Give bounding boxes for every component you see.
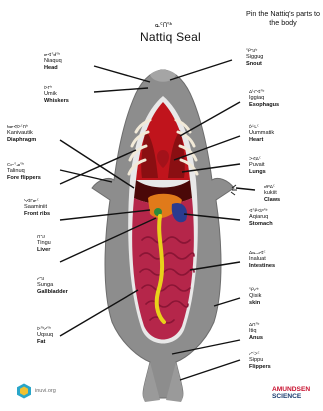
- label-esophagus: ᐃᒡᒋᐊᖅ Iggiaq Esophagus: [249, 89, 279, 108]
- label-front-ribs-english: Front ribs: [24, 211, 50, 217]
- label-diaphragm: ᑲᓂᕙᐅᑦᑎᒃ Kanivautik Diaphragm: [7, 124, 36, 143]
- label-snout-inuinnaqtun: Siggug: [246, 54, 263, 60]
- label-diaphragm-inuinnaqtun: Kanivautik: [7, 130, 36, 136]
- amundsen-logo-line2: SCIENCE: [272, 393, 310, 400]
- label-diaphragm-english: Diaphragm: [7, 137, 36, 143]
- label-heart: ᐆᒻᒪᑦ Uummatik Heart: [249, 124, 274, 143]
- label-fore-flippers: ᑕᓕᕐᓄᖅ Talinuq Fore flippers: [7, 162, 41, 181]
- label-liver-english: Liver: [37, 247, 51, 253]
- label-claws-english: Claws: [264, 197, 280, 203]
- amundsen-science-logo: AMUNDSEN SCIENCE: [272, 386, 310, 400]
- label-fat-english: Fat: [37, 339, 53, 345]
- label-stomach: ᐊᕿᐊᕈᖅ Aqiaruq Stomach: [249, 208, 273, 227]
- inuvi-logo-text: inuvi.org: [35, 388, 56, 394]
- label-fore-flippers-english: Fore flippers: [7, 175, 41, 181]
- label-liver: ᑎᖑ Tingu Liver: [37, 234, 51, 253]
- label-esophagus-english: Esophagus: [249, 102, 279, 108]
- label-claws: ᑯᑭᐃᑦ kukiit Claws: [264, 184, 280, 203]
- label-intestines: ᐃᓇᓗᐊᑦ Inaluat Intestines: [249, 250, 275, 269]
- label-snout-english: Snout: [246, 61, 263, 67]
- label-whiskers: ᐅᒥᒃ Umik Whiskers: [44, 85, 69, 104]
- label-head-inuinnaqtun: Niaquq: [44, 58, 62, 64]
- label-snout: ᕿᖑᒃ Siggug Snout: [246, 48, 263, 67]
- label-fat: ᐅᖅᓱᖅ Uqsuq Fat: [37, 326, 53, 345]
- label-anus: ᐃᑎᖅ Itiq Anus: [249, 322, 263, 341]
- label-hind-flippers: ᓯᑉᐳᑦ Sippu Flippers: [249, 351, 271, 370]
- label-hind-flippers-english: Flippers: [249, 364, 271, 370]
- inuvi-logo: inuvi.org: [16, 383, 56, 399]
- label-stomach-english: Stomach: [249, 221, 273, 227]
- label-heart-english: Heart: [249, 137, 274, 143]
- label-liver-inuinnaqtun: Tingu: [37, 240, 51, 246]
- label-lungs-inuinnaqtun: Puvait: [249, 162, 266, 168]
- amundsen-logo-line1: AMUNDSEN: [272, 386, 310, 393]
- label-whiskers-english: Whiskers: [44, 98, 69, 104]
- label-skin: ᕿᓯᒃ Qisik skin: [249, 287, 261, 306]
- label-gallbladder-english: Gallbladder: [37, 289, 68, 295]
- hexagon-logo-icon: [16, 383, 32, 399]
- label-intestines-english: Intestines: [249, 263, 275, 269]
- label-heart-inuinnaqtun: Uummatik: [249, 130, 274, 136]
- label-skin-english: skin: [249, 300, 261, 306]
- label-gallbladder: ᓱᖑ Sunga Gallbladder: [37, 276, 68, 295]
- label-lungs: ᐳᕙᐃᑦ Puvait Lungs: [249, 156, 266, 175]
- label-skin-inuinnaqtun: Qisik: [249, 293, 261, 299]
- label-lungs-english: Lungs: [249, 169, 266, 175]
- label-anus-english: Anus: [249, 335, 263, 341]
- label-head-english: Head: [44, 65, 62, 71]
- label-head: ᓂᐊᖁᖅ Niaquq Head: [44, 52, 62, 71]
- label-fat-inuinnaqtun: Uqsuq: [37, 332, 53, 338]
- label-front-ribs-inuinnaqtun: Saaminiit: [24, 204, 50, 210]
- label-front-ribs: ᓴᐊᒥᓂᑦ Saaminiit Front ribs: [24, 198, 50, 217]
